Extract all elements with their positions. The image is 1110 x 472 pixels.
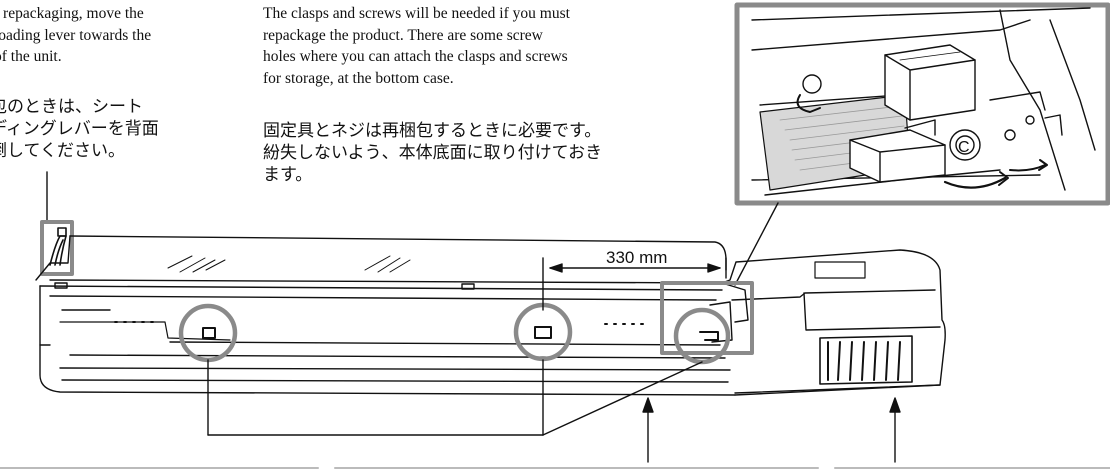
- clasp-detail-callout: C: [734, 2, 1110, 206]
- left-instruction-japanese: 包のときは、シート ディングレバーを背面 倒してください。: [0, 96, 159, 162]
- left-ja-line: ディングレバーを背面: [0, 119, 159, 139]
- vent-slots: [827, 341, 901, 381]
- loading-lever-icon: [49, 227, 67, 266]
- screw-hole: [534, 326, 552, 339]
- mid-ja-line: ます。: [263, 165, 313, 185]
- left-instruction-english: r repackaging, move the loading lever to…: [0, 3, 151, 68]
- left-en-line: loading lever towards the: [0, 26, 152, 44]
- svg-text:C: C: [958, 139, 970, 156]
- clasp-slot: [699, 331, 719, 341]
- mid-en-line: repackage the product. There are some sc…: [263, 26, 543, 44]
- mid-en-line: holes where you can attach the clasps an…: [263, 48, 568, 65]
- screw-hole-leaders: [207, 359, 703, 436]
- plotter-body: [35, 235, 946, 396]
- bottom-arrows: [642, 397, 901, 463]
- mid-en-line: for storage, at the bottom case.: [263, 69, 454, 87]
- clasp-location-frame: [660, 281, 754, 355]
- dimension-330mm: 330 mm: [542, 246, 727, 311]
- screw-hole-highlight: [513, 302, 573, 362]
- middle-instruction-english: The clasps and screws will be needed if …: [263, 3, 570, 89]
- screw-hole-highlight: [178, 303, 238, 363]
- callout-connector-line: [734, 202, 779, 286]
- left-ja-line: 包のときは、シート: [0, 97, 143, 117]
- left-en-line: r repackaging, move the: [0, 5, 144, 22]
- callout-frame: [734, 2, 1110, 206]
- mid-ja-line: 固定具とネジは再梱包するときに必要です。: [263, 121, 602, 141]
- clasp-detail-drawing: C: [751, 7, 1096, 196]
- display-panel: [814, 261, 866, 279]
- middle-instruction-japanese: 固定具とネジは再梱包するときに必要です。 紛失しないよう、本体底面に取り付けてお…: [263, 120, 602, 186]
- screw-hole: [202, 327, 216, 339]
- left-en-line: of the unit.: [0, 48, 62, 65]
- left-ja-line: 倒してください。: [0, 141, 125, 161]
- dimension-label: 330 mm: [606, 248, 667, 267]
- loading-lever-callout: [40, 171, 74, 276]
- lever-callout-frame: [40, 220, 74, 276]
- mid-ja-line: 紛失しないよう、本体底面に取り付けておき: [263, 143, 603, 163]
- mid-en-line: The clasps and screws will be needed if …: [263, 5, 570, 22]
